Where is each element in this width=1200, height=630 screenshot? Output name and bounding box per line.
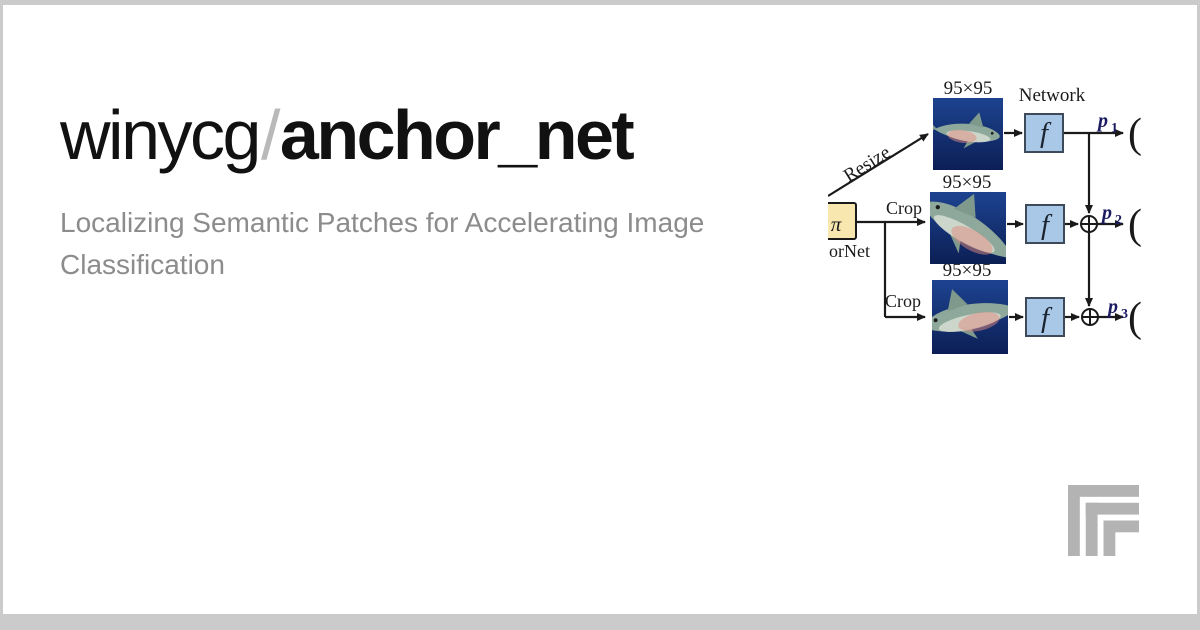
logo-bar bbox=[1068, 485, 1080, 556]
bracket-2: ( bbox=[1128, 202, 1142, 248]
p3-label: p bbox=[1106, 296, 1118, 318]
repo-title: winycg/anchor_net bbox=[60, 96, 635, 174]
architecture-diagram: π orNet Resize Crop Crop 95×95 95×95 95×… bbox=[828, 78, 1142, 354]
pi-symbol: π bbox=[831, 212, 842, 236]
patch-size-label-2: 95×95 bbox=[943, 172, 992, 193]
p2-label: p bbox=[1100, 202, 1112, 224]
f-box-1 bbox=[1024, 113, 1064, 153]
crop-label-2: Crop bbox=[885, 291, 921, 311]
circled-plus-icon-1 bbox=[1080, 215, 1098, 233]
patch-size-label-1: 95×95 bbox=[944, 78, 993, 99]
patch-size-label-3: 95×95 bbox=[943, 260, 992, 281]
logo-bar bbox=[1085, 502, 1139, 515]
diagram-connectors bbox=[828, 129, 1124, 321]
bracket-1: ( bbox=[1128, 111, 1142, 157]
f-box-3 bbox=[1025, 297, 1065, 337]
owner-name: winycg bbox=[60, 96, 261, 174]
resize-label: Resize bbox=[840, 142, 894, 187]
p2-subscript: 2 bbox=[1115, 213, 1122, 228]
logo-bar bbox=[1103, 520, 1116, 556]
shark-patch-image-3 bbox=[932, 280, 1008, 354]
output-labels: p 1 p 2 p 3 bbox=[1096, 110, 1128, 322]
network-label: Network bbox=[1019, 85, 1086, 106]
title-separator: / bbox=[260, 96, 280, 174]
crop-label-1: Crop bbox=[886, 198, 922, 218]
anchornet-label: orNet bbox=[829, 241, 870, 261]
p3-subscript: 3 bbox=[1121, 307, 1128, 322]
repo-name: anchor_net bbox=[279, 96, 635, 174]
resize-arrow bbox=[828, 133, 929, 197]
shark-patch-image-1 bbox=[933, 98, 1003, 170]
p1-subscript: 1 bbox=[1111, 121, 1118, 136]
logo-bar bbox=[1103, 520, 1139, 533]
logo-bar bbox=[1085, 502, 1098, 556]
shark-patch-image-2 bbox=[930, 192, 1006, 264]
bracket-3: ( bbox=[1128, 295, 1142, 341]
circled-plus-icon-2 bbox=[1081, 308, 1099, 326]
corner-brackets-logo-icon bbox=[1068, 485, 1139, 556]
logo-bar bbox=[1068, 485, 1139, 497]
f-box-2 bbox=[1025, 204, 1065, 244]
anchornet-pi-box bbox=[828, 202, 857, 240]
repo-description: Localizing Semantic Patches for Accelera… bbox=[60, 207, 705, 280]
p1-label: p bbox=[1096, 110, 1108, 132]
